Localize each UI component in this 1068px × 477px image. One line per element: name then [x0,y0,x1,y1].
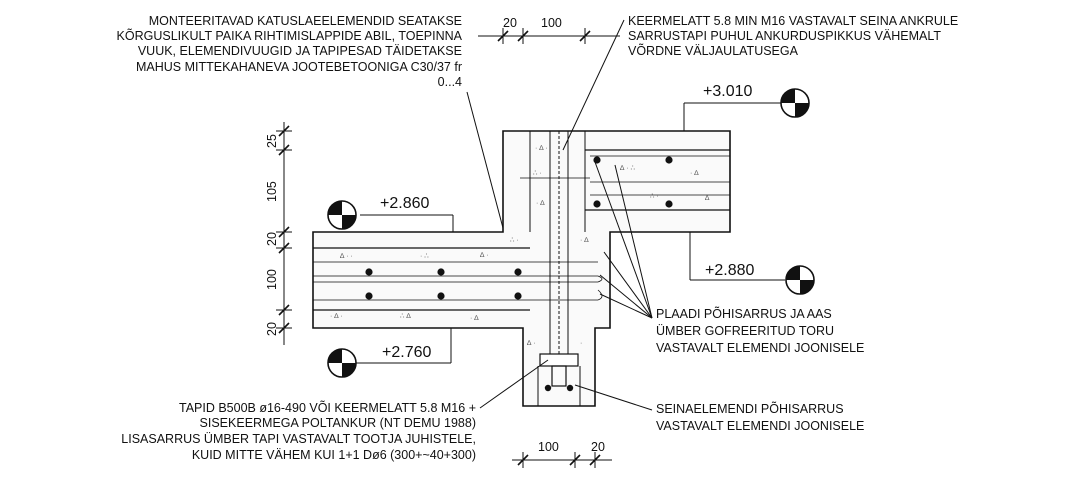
note-right-bottom-line: SEINAELEMENDI PÕHISARRUS [656,401,844,416]
svg-text:∆: ∆ [705,195,710,202]
dimension-top [478,28,620,44]
note-bottom-left-line: TAPID B500B ø16-490 VÕI KEERMELATT 5.8 M… [179,400,476,415]
svg-text:∴ ·: ∴ · [533,170,542,177]
note-right-bottom: SEINAELEMENDI PÕHISARRUS VASTAVALT ELEME… [656,401,864,433]
note-top-right: KEERMELATT 5.8 MIN M16 VASTAVALT SEINA A… [628,14,958,58]
slab-upper-right [520,149,730,211]
dimension-label: 25 [265,134,279,148]
svg-text:· ∆: · ∆ [690,170,699,177]
note-right-middle-line: VASTAVALT ELEMENDI JOONISELE [656,341,864,355]
level-top-right-label: +3.010 [703,83,752,100]
svg-text:· ∴: · ∴ [420,253,429,260]
svg-text:· ∆: · ∆ [470,315,479,322]
dimension-label: 100 [265,269,279,290]
svg-text:· ∆ ·: · ∆ · [535,145,548,152]
note-top-right-line: SARRUSTAPI PUHUL ANKURDUSPIKKUS VÄHEMALT [628,29,941,43]
note-top-left-line: VUUK, ELEMENDIVUUGID JA TAPIPESAD TÄIDET… [138,44,462,58]
svg-text:∆ ·: ∆ · [480,252,489,259]
note-bottom-left: TAPID B500B ø16-490 VÕI KEERMELATT 5.8 M… [121,400,476,462]
dimension-bottom [512,452,612,468]
note-top-left-line: KÕRGUSLIKULT PAIKA RIHTIMISLAPPIDE ABIL,… [117,28,463,43]
svg-text:∴ ·: ∴ · [510,237,519,244]
level-marker-icon [327,200,357,230]
leader-lines [466,19,653,411]
dimension-label: 100 [541,16,562,30]
level-right-lower-label: +2.880 [705,262,754,279]
note-top-right-line: KEERMELATT 5.8 MIN M16 VASTAVALT SEINA A… [628,14,958,28]
dimension-top-labels: 20 100 [503,16,562,30]
level-left-lower-label: +2.760 [382,344,431,361]
level-lines [355,102,790,364]
note-right-middle-line: ÜMBER GOFREERITUD TORU [656,324,834,338]
svg-text:∆ · ·: ∆ · · [340,253,353,260]
dimension-label: 20 [265,232,279,246]
note-bottom-left-line: LISASARRUS ÜMBER TAPI VASTAVALT TOOTJA J… [121,432,476,446]
dimension-bottom-labels: 100 20 [538,440,605,454]
svg-text:· ∆ ·: · ∆ · [330,313,343,320]
rebar-dots [365,156,673,392]
dowel-bar [537,130,581,406]
wall-column [312,130,731,407]
note-top-left: MONTEERITAVAD KATUSLAEELEMENDID SEATAKSE… [117,14,463,89]
note-right-bottom-line: VASTAVALT ELEMENDI JOONISELE [656,419,864,433]
dimension-label: 105 [265,181,279,202]
dimension-label: 20 [591,440,605,454]
dimension-label: 20 [265,322,279,336]
svg-text:∴ ·: ∴ · [650,193,659,200]
level-left-upper-label: +2.860 [380,195,429,212]
concrete-hatch: · ∆ · ∴ · · ∆ ∴ · · ∆ ∆ · ∴ · ∆ ∴ · ∆ ∆ · · · … [330,145,710,347]
note-right-middle: PLAADI PÕHISARRUS JA AAS ÜMBER GOFREERIT… [656,306,864,355]
svg-text:∆ ·: ∆ · [527,340,536,347]
note-right-middle-line: PLAADI PÕHISARRUS JA AAS [656,306,832,321]
dimension-vertical [276,122,292,345]
note-top-left-line: 0...4 [438,75,462,89]
level-marker-icon [780,88,810,118]
svg-text:∴ ∆: ∴ ∆ [400,313,411,320]
level-marker-icon [327,348,357,378]
dimension-label: 100 [538,440,559,454]
level-marker-icon [785,265,815,295]
svg-text:·: · [580,340,582,347]
note-bottom-left-line: KUID MITTE VÄHEM KUI 1+1 Dø6 (300+~40+30… [192,448,476,462]
svg-text:· ∆: · ∆ [536,200,545,207]
dimension-label: 20 [503,16,517,30]
dimension-vertical-labels: 25 105 20 100 20 [265,134,279,336]
note-top-left-line: MONTEERITAVAD KATUSLAEELEMENDID SEATAKSE [149,14,462,28]
svg-text:∆ · ∴: ∆ · ∴ [620,165,636,172]
note-top-right-line: VÕRDNE VÄLJAULATUSEGA [628,43,799,58]
note-top-left-line: MAHUS MITTEKAHANEVA JOOTEBETOONIGA C30/3… [136,60,462,74]
note-bottom-left-line: SISEKEERMEGA POLTANKUR (NT DEMU 1988) [200,416,476,430]
svg-text:· ∆: · ∆ [580,237,589,244]
level-labels: +3.010 +2.860 +2.760 +2.880 [380,83,754,361]
